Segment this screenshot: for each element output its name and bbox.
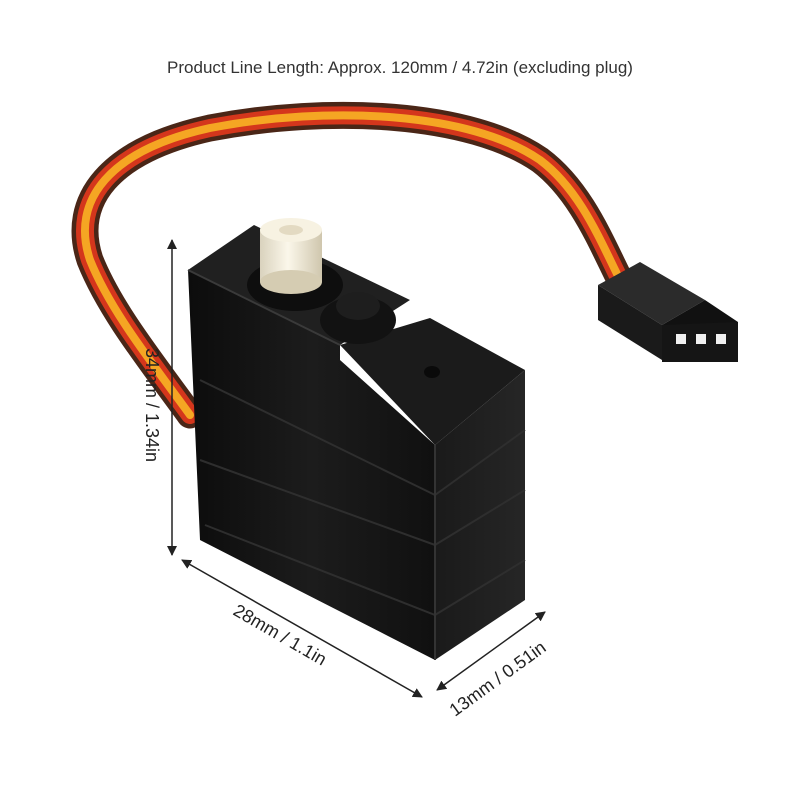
height-label: 34mm / 1.34in — [142, 348, 162, 462]
dimension-arrows — [167, 239, 546, 698]
depth-dimension-line — [436, 611, 546, 691]
depth-label: 13mm / 0.51in — [446, 637, 550, 720]
width-dimension-line — [181, 559, 423, 698]
output-shaft — [247, 218, 396, 344]
product-caption: Product Line Length: Approx. 120mm / 4.7… — [167, 58, 633, 77]
servo-cable — [71, 101, 634, 429]
connector-plug — [598, 262, 738, 362]
servo-body — [187, 225, 526, 660]
width-label: 28mm / 1.1in — [230, 600, 330, 669]
